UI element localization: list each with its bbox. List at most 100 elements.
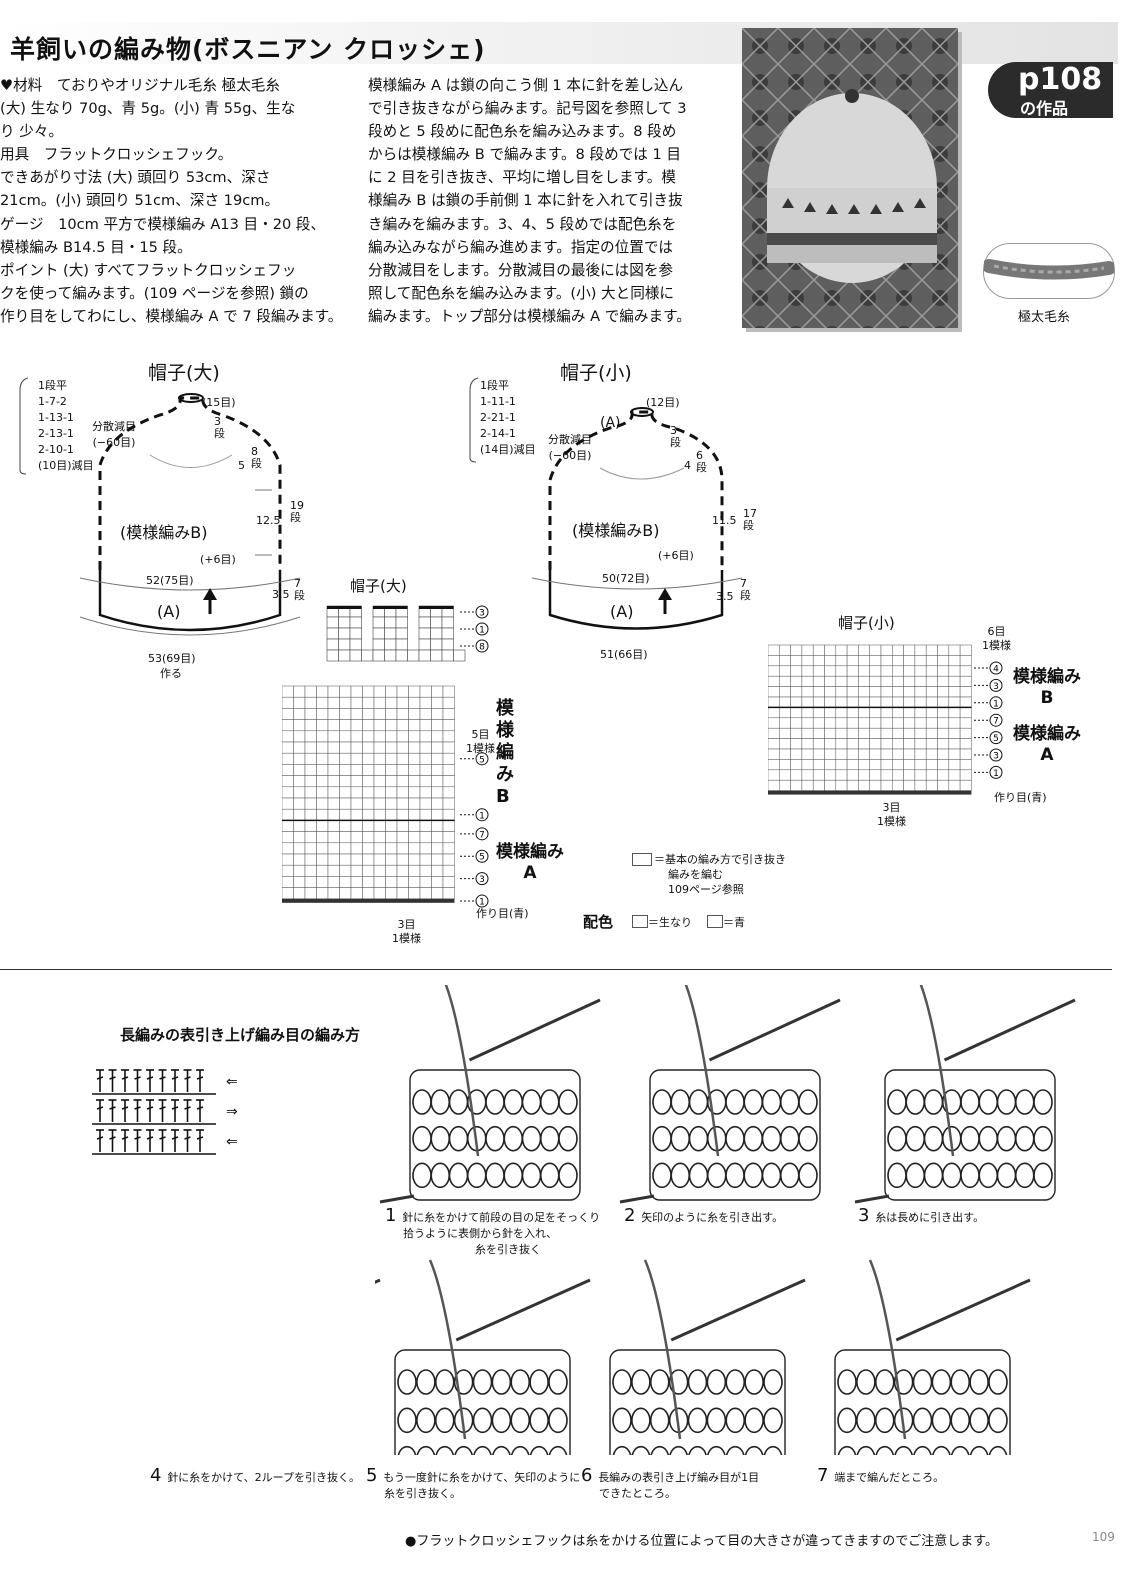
chart-small-cell [903, 707, 916, 719]
chart-large-row-a-1-circle [475, 849, 489, 863]
chart-large-cell [431, 708, 444, 720]
chart-large-cell [408, 876, 421, 888]
step-6-stitch [763, 1407, 783, 1434]
chart-small-cell [948, 759, 961, 771]
step-2-stitch [743, 1089, 764, 1115]
chart-small-cell [801, 675, 814, 687]
chart-small-cell [959, 707, 972, 719]
chart-small-cell [892, 727, 904, 739]
step-2-tail [619, 1194, 655, 1204]
step-1-caption: 1 針に糸をかけて前段の目の足をそっくり拾うように表側から針を入れ、 [385, 1207, 600, 1242]
chart-small-cell [937, 769, 950, 781]
step-1-yarn [444, 985, 480, 1157]
chart-small-cell [937, 675, 950, 687]
chart-small-cell [903, 748, 916, 760]
step-5-text: もう一度針に糸をかけて、矢印のように [383, 1471, 581, 1484]
chart-small-cell [846, 717, 859, 729]
step-3-stitch [996, 1125, 1017, 1152]
chart-small-cell [869, 717, 882, 729]
chart-small-cell [779, 707, 791, 719]
footer-note: ●フラットクロッシェフックは糸をかける位置によって目の大きさが違ってきますのでご… [405, 1534, 998, 1549]
chart-large-cell [282, 719, 294, 732]
chart-large-motif-base-cell [453, 649, 466, 662]
step-6-swatch [609, 1259, 806, 1455]
chart-large-cell [327, 696, 340, 709]
chart-large-cell [373, 775, 386, 788]
chart-large-motif-cell [372, 627, 385, 640]
hat-large-side-height: 12.5 [256, 514, 281, 527]
step-2-stitch [761, 1162, 782, 1189]
chart-small-cell [914, 738, 927, 750]
chart-small-cell [869, 665, 882, 677]
chart-large-cell [431, 842, 444, 855]
step-5-stitch [416, 1445, 436, 1455]
chart-small-cell [846, 727, 859, 739]
chart-large-cell [373, 685, 386, 698]
chart-large-motif-cell [326, 638, 339, 651]
chart-large-cell [339, 786, 352, 799]
symbol-direction-arrow: ⇐ [226, 1134, 238, 1150]
step-2-stitch [798, 1125, 818, 1152]
step-5-stitch [416, 1369, 436, 1395]
chart-large-cell [396, 820, 409, 832]
chart-small-cell [925, 759, 938, 771]
chart-small-cell [925, 769, 938, 781]
step-3-stitch [941, 1162, 962, 1189]
chart-large-cell [282, 730, 294, 743]
chart-large-cell [304, 696, 317, 709]
chart-large-cell [396, 708, 409, 720]
chart-large-cell [304, 741, 317, 754]
chart-large-cell [385, 797, 398, 810]
hat-small-mid-width: 50(72目) [602, 572, 650, 585]
hat-large-mid-width: 52(75目) [146, 574, 194, 587]
step-1-stitch [485, 1125, 505, 1152]
chart-small-cell [925, 686, 938, 698]
chart-small-cell [948, 675, 961, 687]
step-5-stitch [434, 1369, 455, 1395]
hat-small-increase: (+6目) [658, 549, 694, 562]
step-6-outline [609, 1349, 786, 1455]
chart-large-cell [327, 820, 340, 832]
chart-small-cell [779, 738, 791, 750]
chart-large-cell [408, 708, 421, 720]
section-divider [0, 969, 1112, 970]
step-6-caption: 6 長編みの表引き上げ編み目が1目できたところ。 [581, 1467, 759, 1502]
symbol-stitch-cross [159, 1076, 166, 1080]
chart-small-cell [812, 644, 825, 656]
chart-small-cell [779, 665, 791, 677]
chart-small-cell [925, 727, 938, 739]
chart-large-cell [385, 730, 398, 743]
chart-large-motif-cell [441, 627, 454, 640]
chart-small-cell [903, 675, 916, 687]
chart-small-cell [846, 655, 859, 667]
chart-large-row-a-0-label: 7 [479, 830, 485, 840]
chart-large-cell [327, 808, 340, 821]
chart-small-cell [812, 707, 825, 719]
step-2-stitch [670, 1089, 691, 1115]
step-1-stitch [430, 1125, 451, 1152]
chart-large-cell [385, 831, 398, 844]
chart-large-cell [431, 752, 444, 765]
chart-large-motif-base-cell [361, 649, 374, 662]
chart-large-cell [327, 741, 340, 754]
chart-large-row-a-0-circle [475, 827, 489, 841]
chart-small-cell [937, 779, 950, 791]
chart-large-cell [431, 820, 444, 832]
chart-small-cell [914, 707, 927, 719]
chart-small-cell [925, 675, 938, 687]
chart-small-cell [846, 675, 859, 687]
chart-large-cell [362, 730, 375, 743]
chart-small-cell [880, 748, 893, 760]
chart-large-cell [373, 853, 386, 866]
step-4-number: 4 [150, 1465, 168, 1486]
chart-large-motif-cell [418, 638, 431, 651]
step-5-stitch [397, 1407, 417, 1434]
chart-large-cell [442, 831, 455, 844]
chart-small-cell [801, 665, 814, 677]
hat-small-crown-rows: 6段 [696, 449, 707, 474]
chart-large-cell [316, 741, 329, 754]
chart-small-cell [948, 655, 961, 667]
step-2-stitch [706, 1162, 727, 1189]
chart-small-cell [880, 644, 893, 656]
